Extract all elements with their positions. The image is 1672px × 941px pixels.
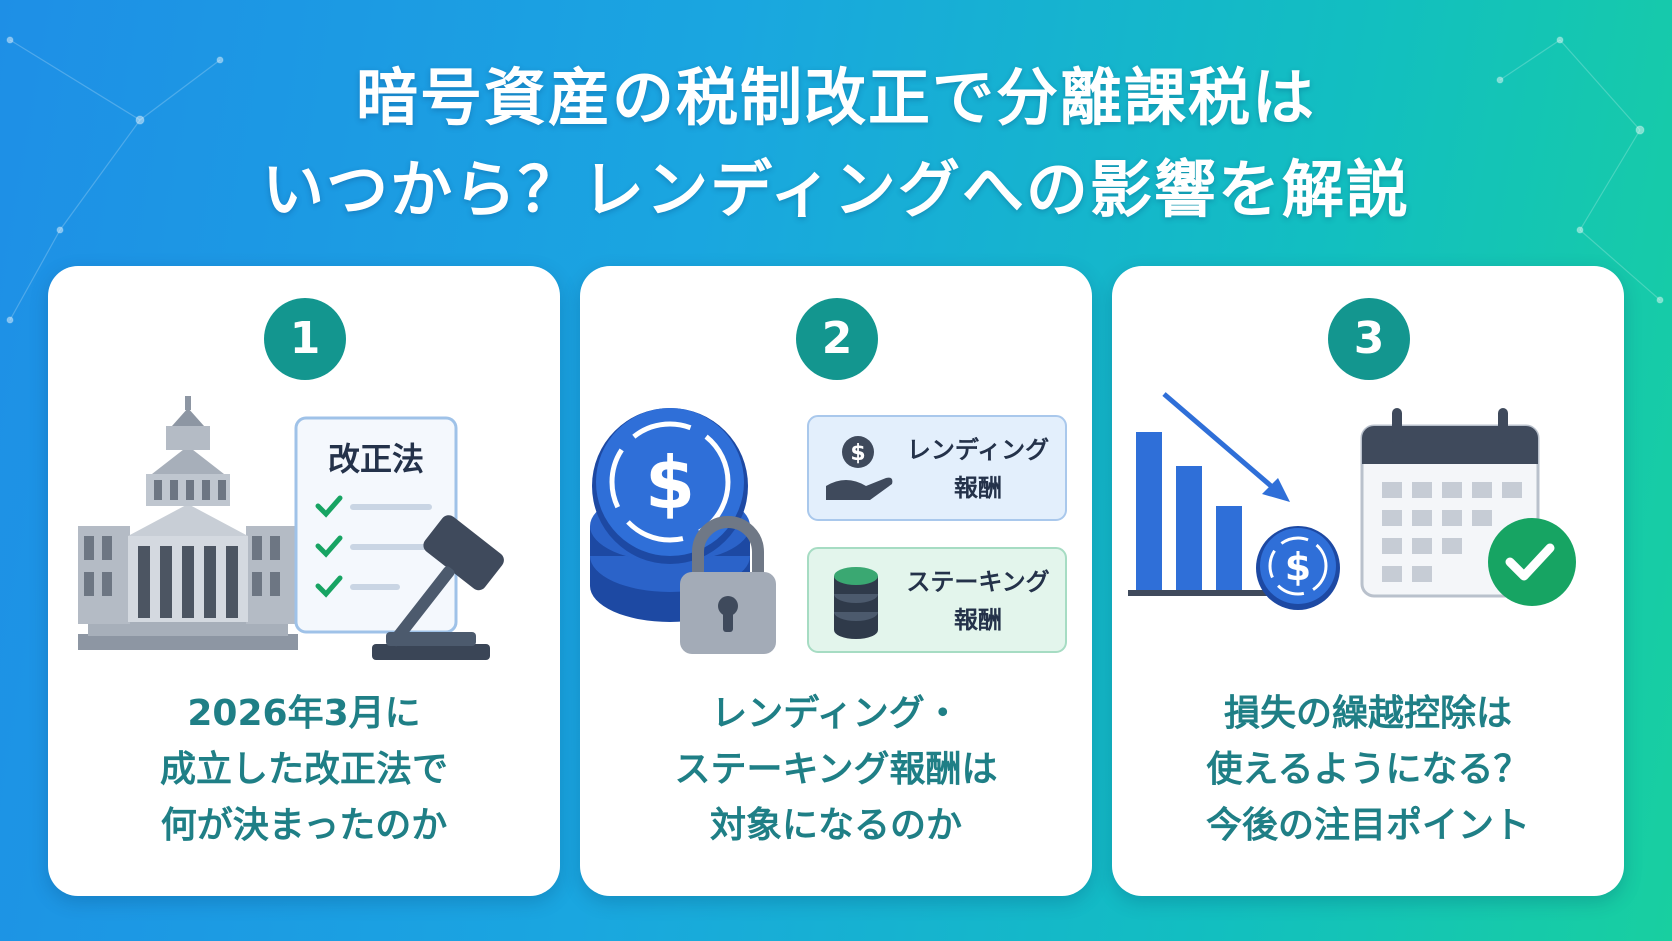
tag-staking-line-2: 報酬 xyxy=(954,606,1002,634)
svg-text:$: $ xyxy=(1285,545,1311,589)
card-3-caption-line-2: 使えるようになる？ xyxy=(1206,749,1530,790)
document-label: 改正法 xyxy=(328,440,424,478)
card-2-number: 2 xyxy=(796,298,878,380)
tag-staking-reward: ステーキング 報酬 xyxy=(807,547,1067,653)
padlock-icon xyxy=(680,516,776,654)
tag-lending-line-1: レンディング xyxy=(907,436,1049,464)
gavel-icon xyxy=(372,515,504,660)
card-3-number: 3 xyxy=(1328,298,1410,380)
card-3-illustration: $ xyxy=(1128,392,1576,610)
page-title: 暗号資産の税制改正で分離課税は いつから？レンディングへの影響を解説 xyxy=(0,52,1672,236)
card-3-caption-line-1: 損失の繰越控除は xyxy=(1223,693,1512,734)
card-3: 3 $ xyxy=(1112,266,1624,896)
document-check-icon: 改正法 xyxy=(294,416,458,634)
dollar-coin-icon: $ xyxy=(1256,526,1340,610)
card-3-caption-line-3: 今後の注目ポイント xyxy=(1205,805,1530,846)
svg-text:$: $ xyxy=(645,441,695,525)
card-1-number: 1 xyxy=(264,298,346,380)
tag-lending-reward: $ レンディング 報酬 xyxy=(807,415,1067,521)
title-line-1: 暗号資産の税制改正で分離課税は xyxy=(355,61,1316,134)
parliament-building-icon xyxy=(78,396,298,650)
card-2-caption: レンディング・ ステーキング報酬は 対象になるのか xyxy=(580,686,1092,854)
card-1-caption-line-2: 成立した改正法で xyxy=(159,749,448,790)
tag-staking-line-1: ステーキング xyxy=(906,568,1049,596)
hand-coin-icon: $ xyxy=(826,436,893,500)
card-1: 1 改正法 xyxy=(48,266,560,896)
card-1-illustration: 改正法 xyxy=(78,396,504,660)
card-2-illustration: $ $ レンディング 報酬 xyxy=(590,408,1067,654)
card-2-caption-line-3: 対象になるのか xyxy=(709,805,962,846)
card-3-caption: 損失の繰越控除は 使えるようになる？ 今後の注目ポイント xyxy=(1112,686,1624,854)
title-line-2: いつから？レンディングへの影響を解説 xyxy=(262,153,1410,226)
card-2: 2 $ $ レンディング xyxy=(580,266,1092,896)
declining-bar-chart-icon xyxy=(1128,392,1318,596)
card-2-caption-line-1: レンディング・ xyxy=(711,693,961,734)
card-1-caption: 2026年3月に 成立した改正法で 何が決まったのか xyxy=(48,686,560,854)
card-1-caption-line-3: 何が決まったのか xyxy=(160,805,448,846)
card-2-caption-line-2: ステーキング報酬は xyxy=(674,749,998,790)
stack-icon xyxy=(834,567,878,639)
svg-text:$: $ xyxy=(850,441,865,466)
card-1-caption-line-1: 2026年3月に xyxy=(187,693,421,734)
checkmark-icon xyxy=(1488,518,1576,606)
tag-lending-line-2: 報酬 xyxy=(954,474,1002,502)
